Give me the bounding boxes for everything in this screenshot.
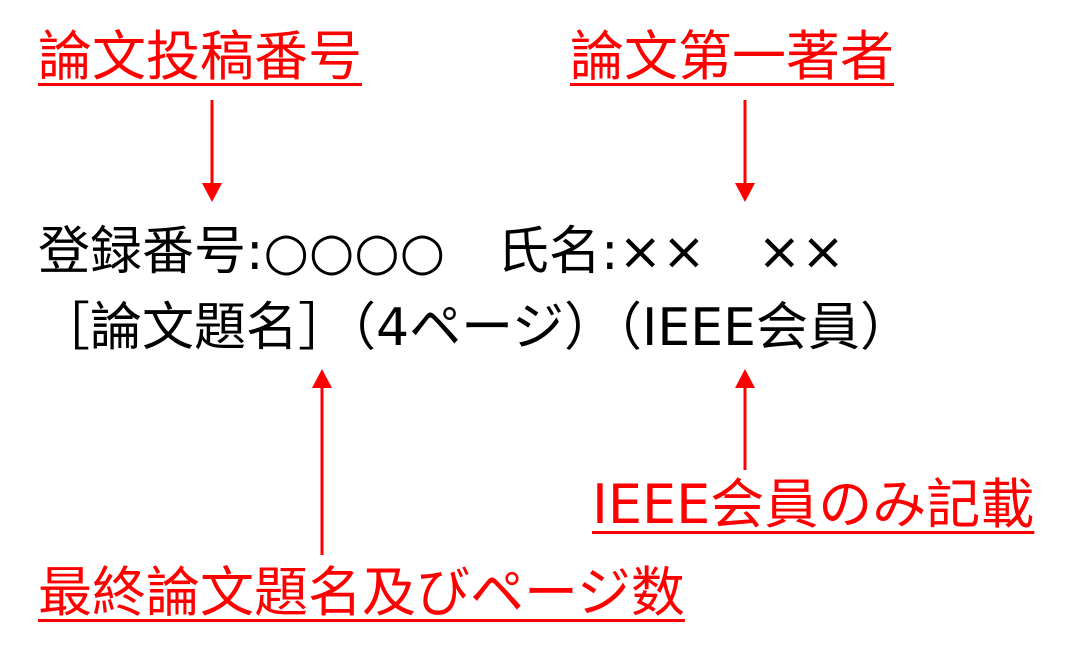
arrow-first-author [735,100,755,202]
arrow-final-title-pages [312,369,332,555]
annotation-submission-number: 論文投稿番号 [38,25,362,88]
title-line: ［論文題名］（4ページ）（IEEE会員） [38,298,912,358]
annotation-first-author: 論文第一著者 [570,25,894,88]
annotation-ieee-member-only: IEEE会員のみ記載 [592,473,1035,536]
registration-line: 登録番号:○○○○ 氏名:×× ×× [38,222,845,282]
arrow-submission-number [202,100,222,202]
annotation-final-title-pages: 最終論文題名及びページ数 [38,561,685,624]
arrow-ieee-member-only [735,369,755,470]
